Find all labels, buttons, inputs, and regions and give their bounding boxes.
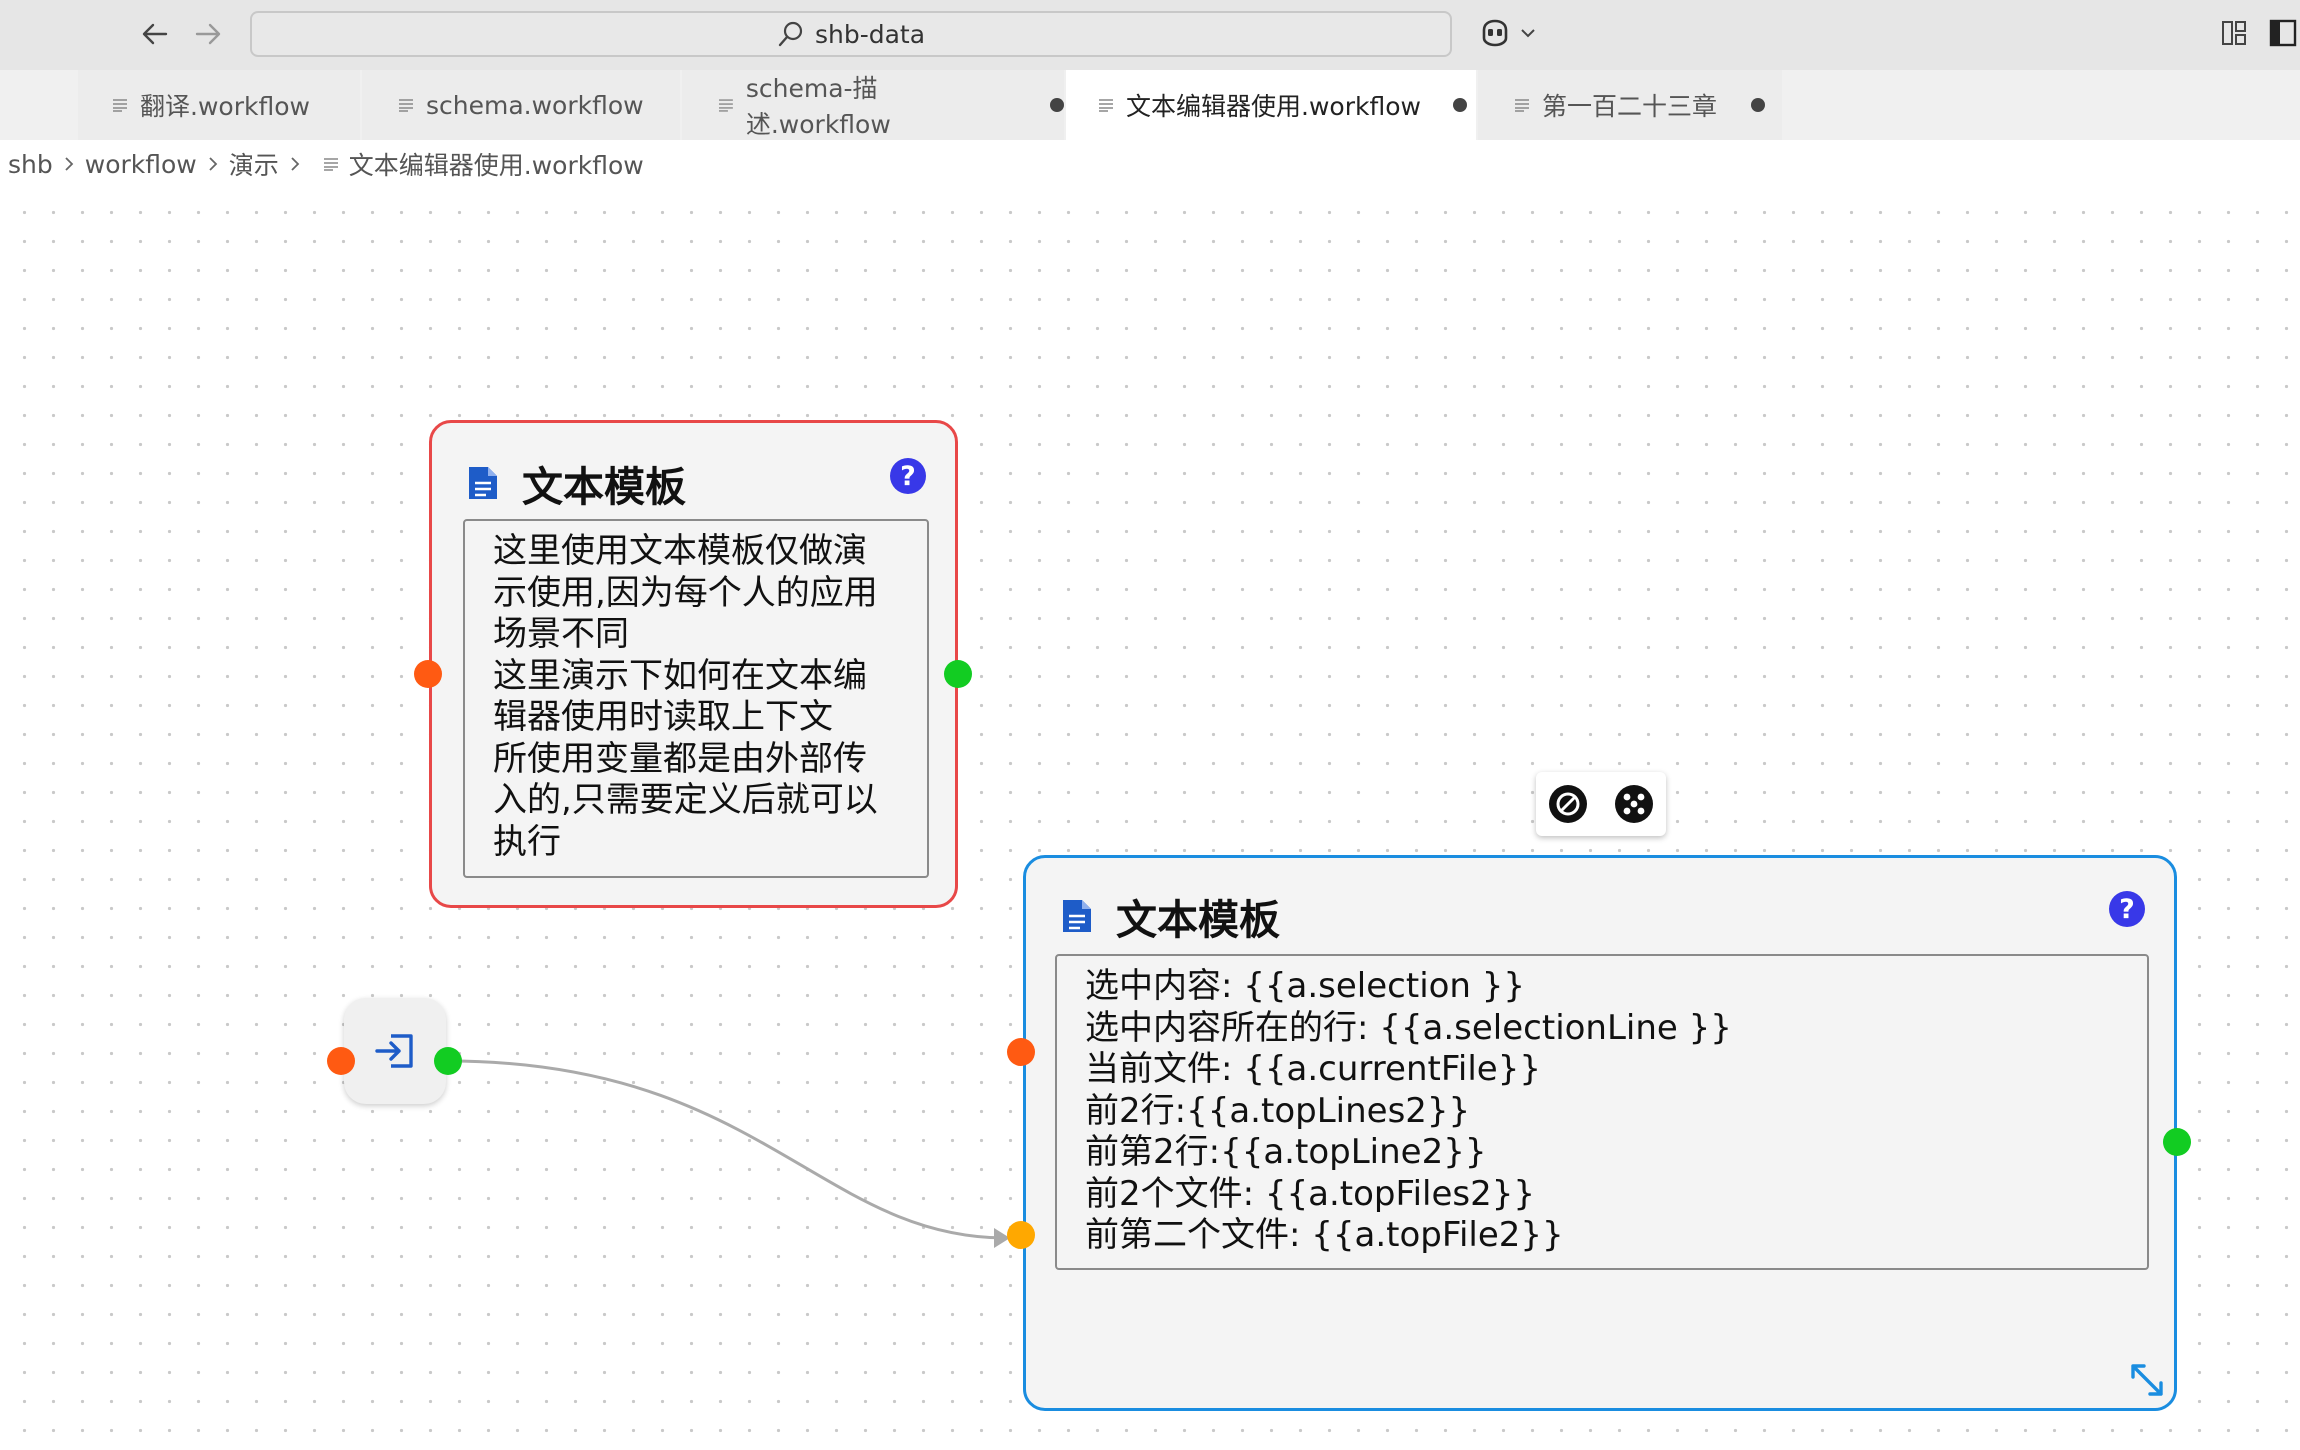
modified-dot-icon[interactable] bbox=[1452, 98, 1467, 112]
command-center-search[interactable]: shb-data bbox=[250, 11, 1452, 57]
tab-schema[interactable]: schema.workflow bbox=[362, 70, 680, 140]
title-bar: shb-data bbox=[0, 0, 2300, 70]
node-title: 文本模板 bbox=[1116, 896, 1280, 944]
copilot-icon bbox=[1482, 19, 1508, 47]
resize-handle-icon[interactable] bbox=[2129, 1362, 2165, 1398]
breadcrumb-item-demo[interactable]: 演示 bbox=[228, 151, 279, 180]
file-lines-icon bbox=[1515, 99, 1529, 112]
node-2-input-port[interactable] bbox=[1007, 1038, 1035, 1066]
tab-label: schema-描述.workflow bbox=[745, 74, 891, 139]
chevron-right-icon bbox=[65, 157, 74, 171]
forward-button[interactable] bbox=[188, 14, 228, 54]
node-title: 文本模板 bbox=[522, 463, 686, 511]
chevron-right-icon bbox=[291, 157, 300, 171]
text-template-node-1[interactable]: 文本模板 ? 这里使用文本模板仅做演示使用,因为每个人的应用场景不同 这里演示下… bbox=[429, 420, 958, 908]
input-node-output-port[interactable] bbox=[434, 1047, 462, 1075]
node-toolbar bbox=[1536, 772, 1666, 836]
chevron-down-icon bbox=[1521, 29, 1535, 38]
tab-label: schema.workflow bbox=[426, 90, 644, 120]
login-icon bbox=[375, 1034, 413, 1068]
node-1-input-port[interactable] bbox=[414, 660, 442, 688]
arrow-right-icon bbox=[195, 23, 221, 45]
tab-label: 第一百二十三章 bbox=[1542, 92, 1718, 121]
tab-chapter-123[interactable]: 第一百二十三章 bbox=[1478, 70, 1782, 140]
document-icon bbox=[469, 467, 497, 499]
tab-label: 翻译.workflow bbox=[140, 92, 310, 121]
toggle-sidebar-icon[interactable] bbox=[2268, 18, 2298, 48]
node-text-content[interactable]: 这里使用文本模板仅做演示使用,因为每个人的应用场景不同 这里演示下如何在文本编辑… bbox=[463, 519, 929, 878]
random-dice-icon[interactable] bbox=[1613, 783, 1655, 825]
file-lines-icon bbox=[718, 99, 733, 112]
node-text-content[interactable]: 选中内容: {{a.selection }} 选中内容所在的行: {{a.sel… bbox=[1055, 954, 2149, 1270]
search-text: shb-data bbox=[814, 19, 926, 49]
breadcrumb-item-workflow[interactable]: workflow bbox=[84, 149, 197, 179]
file-lines-icon bbox=[1099, 99, 1113, 112]
arrow-left-icon bbox=[142, 23, 168, 45]
disable-icon[interactable] bbox=[1547, 783, 1589, 825]
node-2-edge-target-port[interactable] bbox=[1007, 1221, 1035, 1249]
search-icon bbox=[778, 21, 803, 47]
tab-schema-describe[interactable]: schema-描述.workflow bbox=[682, 70, 1064, 140]
breadcrumb-file[interactable]: 文本编辑器使用.workflow bbox=[348, 151, 644, 180]
node-1-output-port[interactable] bbox=[944, 660, 972, 688]
breadcrumb: shb workflow 演示 文本编辑器使用.workflow bbox=[8, 146, 644, 182]
node-2-output-port[interactable] bbox=[2163, 1128, 2191, 1156]
input-node-input-port[interactable] bbox=[327, 1047, 355, 1075]
tab-text-editor-usage[interactable]: 文本编辑器使用.workflow bbox=[1066, 70, 1476, 140]
text-template-node-2[interactable]: 文本模板 ? 选中内容: {{a.selection }} 选中内容所在的行: … bbox=[1023, 855, 2177, 1411]
tab-fanyi[interactable]: 翻译.workflow bbox=[78, 70, 360, 140]
document-icon bbox=[1063, 900, 1091, 932]
file-lines-icon bbox=[113, 99, 127, 112]
layout-panels-icon[interactable] bbox=[2220, 19, 2248, 47]
tab-label: 文本编辑器使用.workflow bbox=[1126, 92, 1421, 121]
file-lines-icon bbox=[399, 99, 413, 112]
file-lines-icon bbox=[323, 158, 338, 171]
chevron-right-icon bbox=[209, 157, 218, 171]
help-icon[interactable]: ? bbox=[2109, 891, 2145, 927]
input-node[interactable] bbox=[344, 998, 446, 1104]
modified-dot-icon[interactable] bbox=[1751, 98, 1766, 112]
modified-dot-icon[interactable] bbox=[1050, 98, 1064, 112]
breadcrumb-item-shb[interactable]: shb bbox=[8, 149, 53, 179]
back-button[interactable] bbox=[135, 14, 175, 54]
copilot-button[interactable] bbox=[1478, 18, 1536, 48]
help-icon[interactable]: ? bbox=[890, 458, 926, 494]
